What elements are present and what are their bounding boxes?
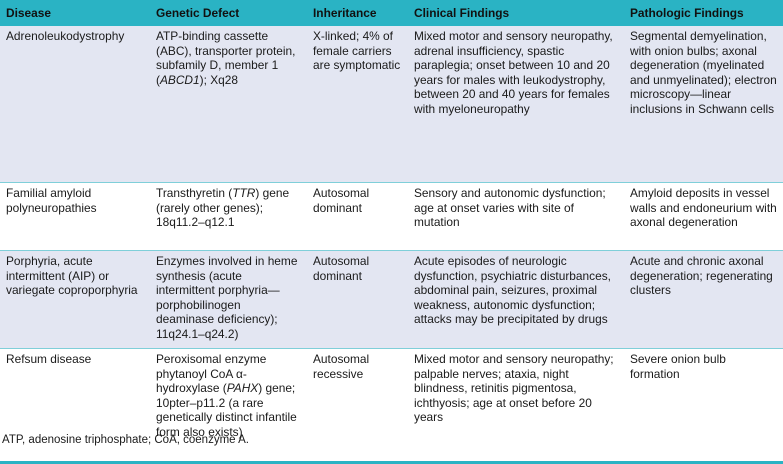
header-clinical-findings: Clinical Findings xyxy=(408,0,624,26)
cell-inheritance: Autosomal dominant xyxy=(307,250,408,349)
header-disease: Disease xyxy=(0,0,150,26)
cell-genetic-defect: Enzymes involved in heme synthesis (acut… xyxy=(150,250,307,349)
cell-clinical-findings: Sensory and autonomic dysfunction; age a… xyxy=(408,182,624,251)
header-genetic-defect: Genetic Defect xyxy=(150,0,307,26)
cell-inheritance: Autosomal dominant xyxy=(307,182,408,251)
cell-pathologic-findings: Amyloid deposits in vessel walls and end… xyxy=(624,182,783,251)
header-row: Disease Genetic Defect Inheritance Clini… xyxy=(0,0,783,26)
cell-disease: Adrenoleukodystrophy xyxy=(0,26,150,183)
header-inheritance: Inheritance xyxy=(307,0,408,26)
cell-disease: Refsum disease xyxy=(0,348,150,464)
cell-pathologic-findings: Segmental demyelination, with onion bulb… xyxy=(624,26,783,183)
cell-clinical-findings: Acute episodes of neurologic dysfunction… xyxy=(408,250,624,349)
cell-genetic-defect: Transthyretin (TTR) gene (rarely other g… xyxy=(150,182,307,251)
cell-disease: Familial amyloid polyneuropathies xyxy=(0,182,150,251)
header-pathologic-findings: Pathologic Findings xyxy=(624,0,783,26)
cell-pathologic-findings: Acute and chronic axonal degeneration; r… xyxy=(624,250,783,349)
cell-disease: Porphyria, acute intermittent (AIP) or v… xyxy=(0,250,150,349)
cell-clinical-findings: Mixed motor and sensory neuropathy, adre… xyxy=(408,26,624,183)
table-row: Familial amyloid polyneuropathies Transt… xyxy=(0,182,783,251)
cell-genetic-defect: ATP-binding cassette (ABC), transporter … xyxy=(150,26,307,183)
cell-inheritance: X-linked; 4% of female carriers are symp… xyxy=(307,26,408,183)
table-footnote: ATP, adenosine triphosphate; CoA, coenzy… xyxy=(2,434,249,446)
cell-pathologic-findings: Severe onion bulb formation xyxy=(624,348,783,464)
cell-clinical-findings: Mixed motor and sensory neuropathy; palp… xyxy=(408,348,624,464)
table-row: Adrenoleukodystrophy ATP-binding cassett… xyxy=(0,26,783,183)
table-row: Porphyria, acute intermittent (AIP) or v… xyxy=(0,250,783,349)
cell-inheritance: Autosomal recessive xyxy=(307,348,408,464)
